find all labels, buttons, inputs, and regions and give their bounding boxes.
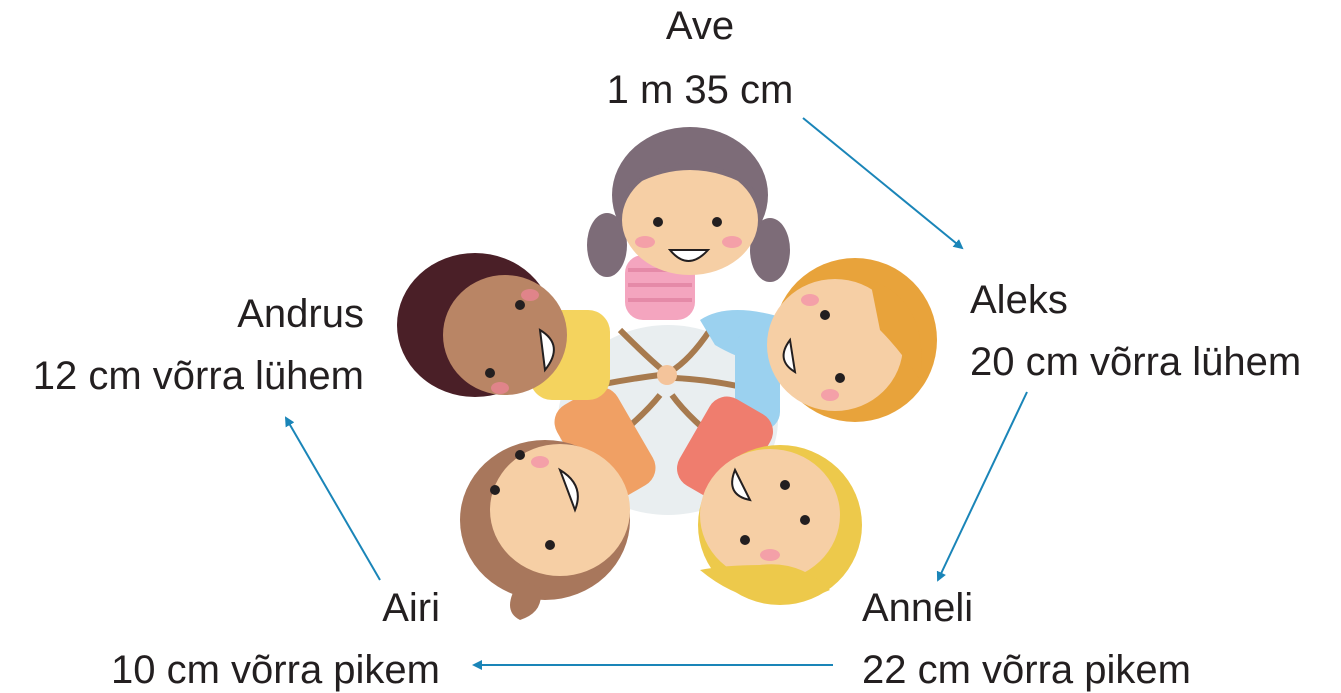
label-anneli: Anneli 22 cm võrra pikem	[862, 584, 1191, 693]
child-ave-figure	[587, 127, 790, 320]
joined-hands	[657, 365, 677, 385]
label-andrus: Andrus 12 cm võrra lühem	[0, 290, 364, 400]
label-aleks: Aleks 20 cm võrra lühem	[970, 276, 1301, 386]
label-andrus-detail: 12 cm võrra lühem	[0, 352, 364, 400]
label-aleks-name: Aleks	[970, 276, 1301, 324]
child-andrus-figure	[397, 253, 610, 400]
label-andrus-name: Andrus	[0, 290, 364, 338]
label-ave-name: Ave	[590, 2, 810, 50]
label-anneli-name: Anneli	[862, 584, 1191, 632]
label-airi: Airi 10 cm võrra pikem	[60, 584, 440, 693]
label-airi-name: Airi	[60, 584, 440, 632]
label-aleks-detail: 20 cm võrra lühem	[970, 338, 1301, 386]
label-ave-detail: 1 m 35 cm	[590, 66, 810, 114]
label-ave: Ave 1 m 35 cm	[590, 2, 810, 114]
label-anneli-detail: 22 cm võrra pikem	[862, 646, 1191, 693]
label-airi-detail: 10 cm võrra pikem	[60, 646, 440, 693]
